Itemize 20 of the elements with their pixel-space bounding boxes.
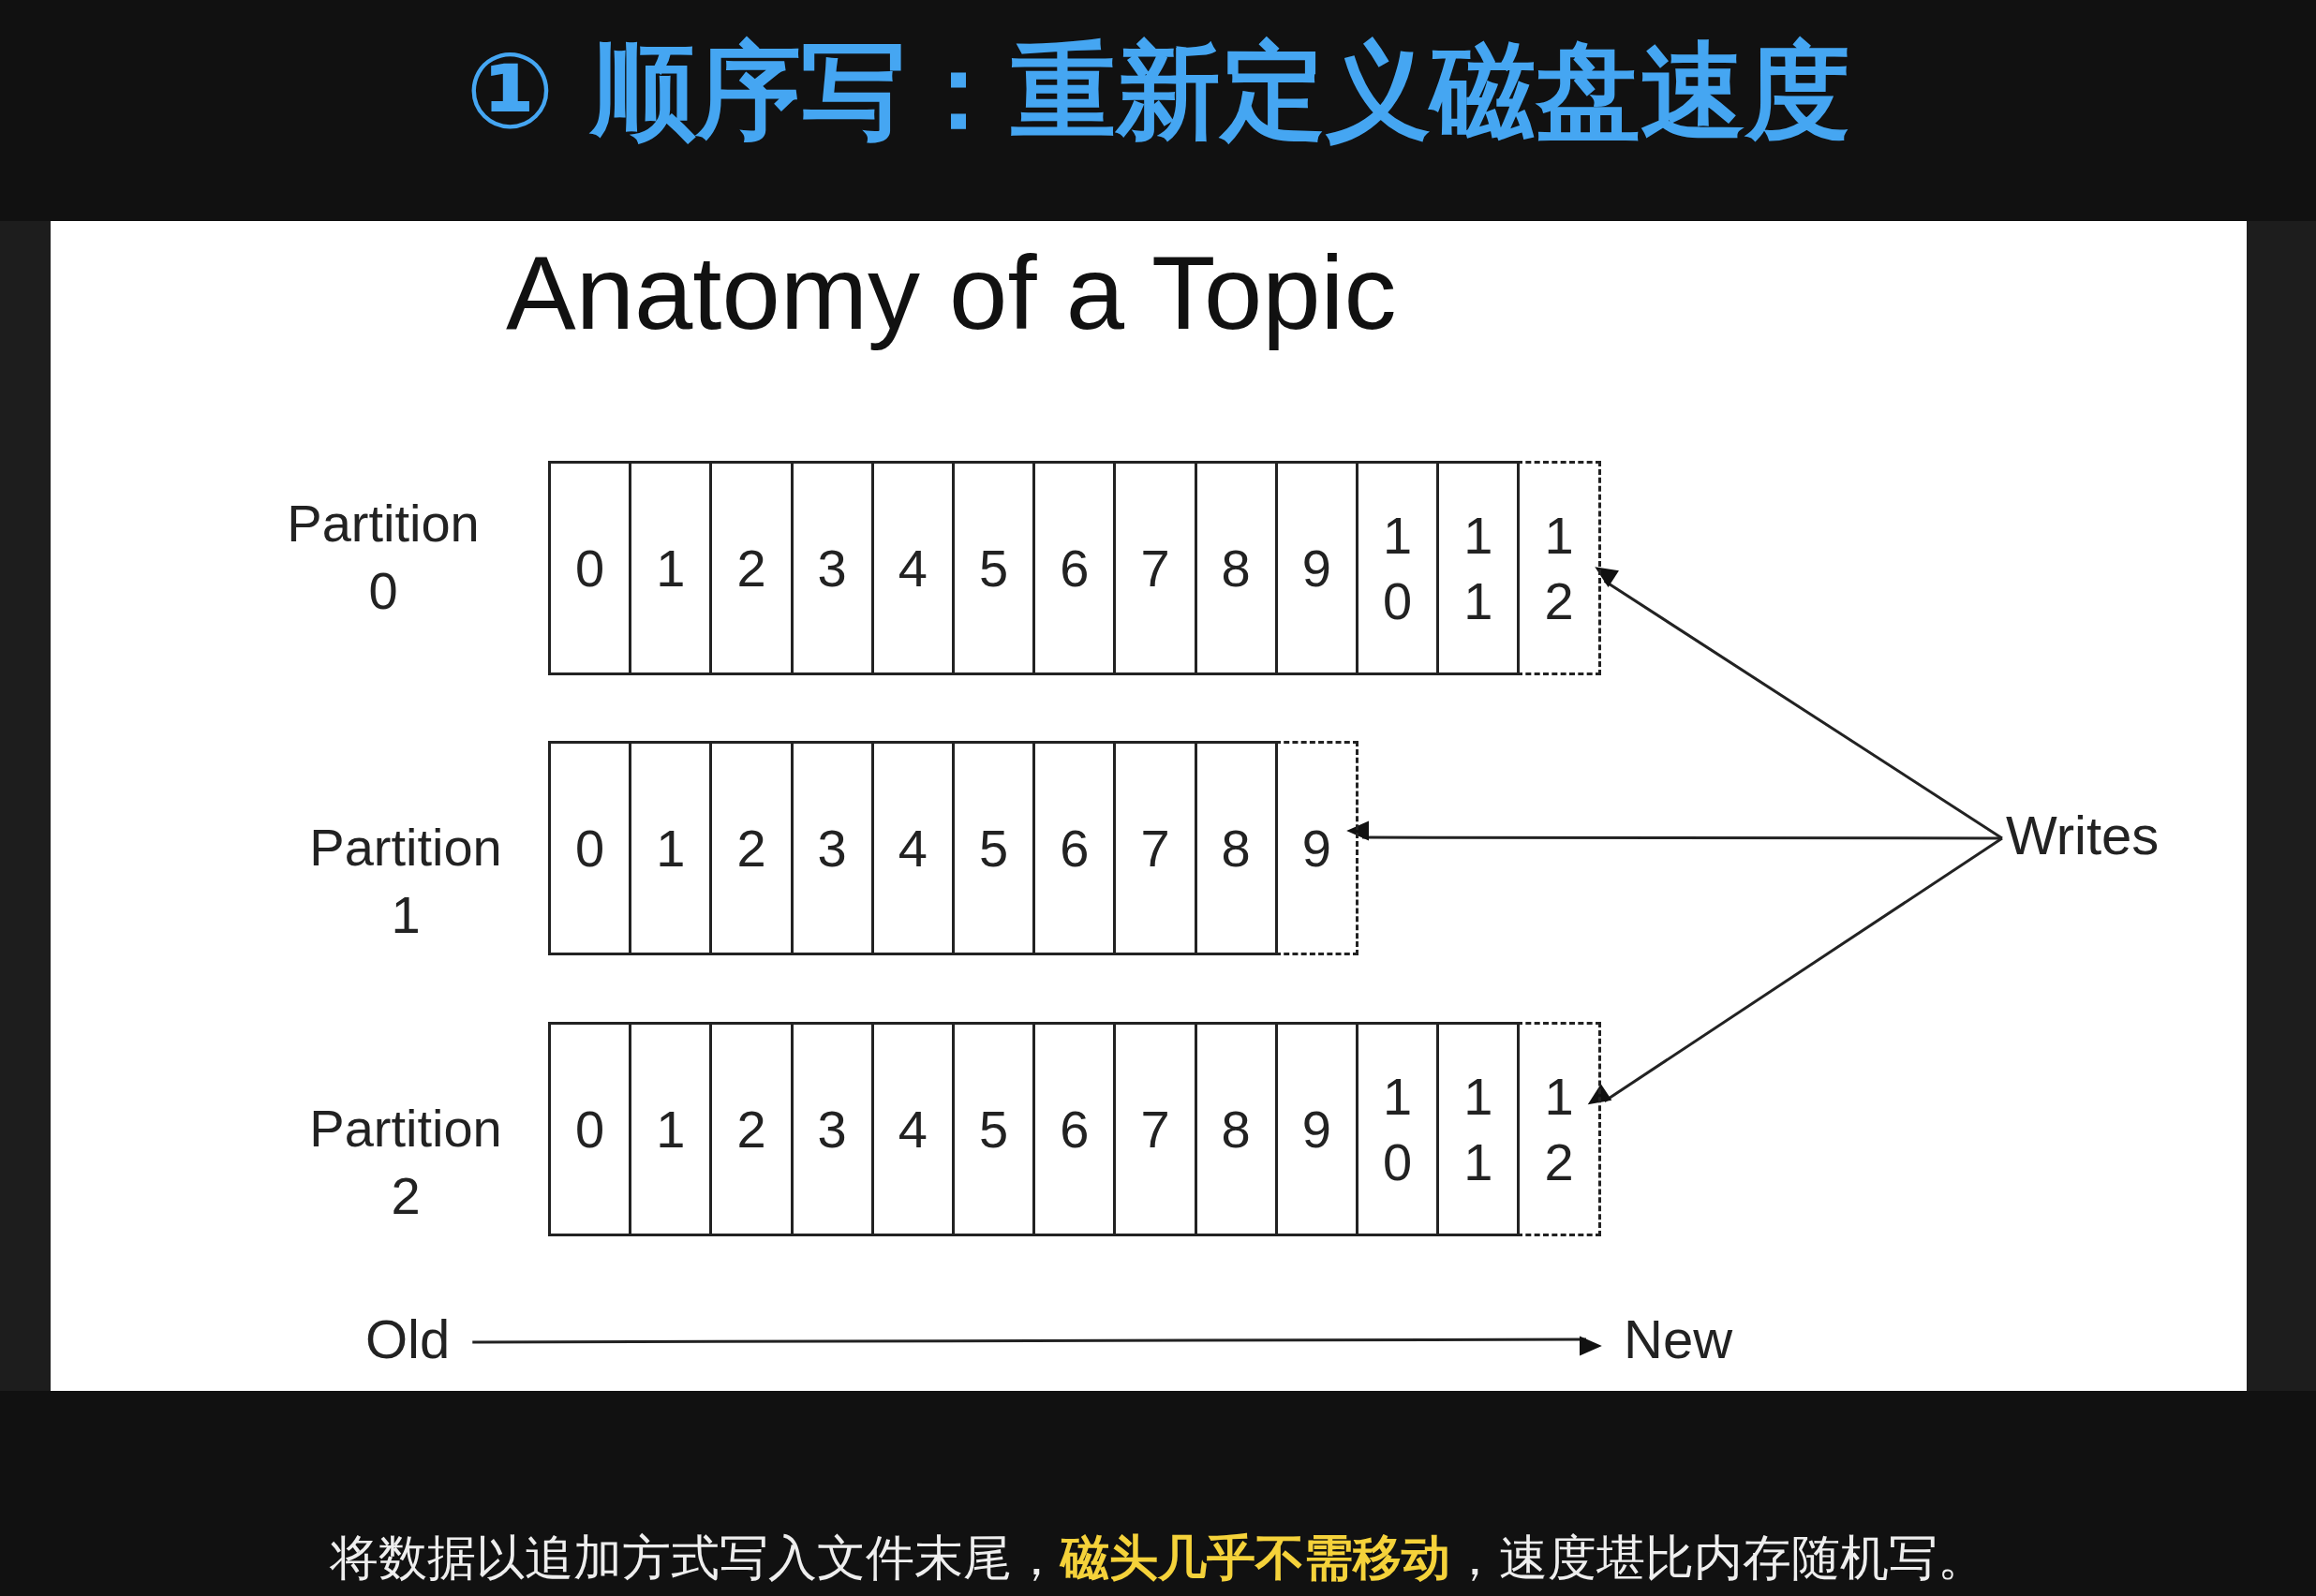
offset-cell: 7 (1113, 1022, 1197, 1236)
axis-label: New (1624, 1308, 1733, 1371)
arrow (1346, 820, 2002, 841)
axis-label: Writes (2006, 804, 2160, 867)
arrow (1587, 836, 2003, 1105)
partition-label: Partition 0 (286, 492, 481, 622)
pending-offset-cell: 12 (1517, 1022, 1601, 1236)
offset-cell: 7 (1113, 741, 1197, 955)
title: ① 顺序写：重新定义磁盘速度 (466, 29, 1850, 154)
partition-label: Partition 2 (308, 1097, 503, 1227)
partition-label: Partition 1 (308, 816, 503, 946)
axis-label: Old (365, 1308, 451, 1371)
caption: 将数据以追加方式写入文件末尾，磁头几乎不需移动，速度堪比内存随机写。 (330, 1529, 1986, 1588)
diagram-heading: Anatomy of a Topic (506, 233, 1397, 353)
offset-cell: 7 (1113, 461, 1197, 675)
offset-cell: 2 (709, 1022, 794, 1236)
pending-offset-cell: 12 (1517, 461, 1601, 675)
arrow (472, 1336, 1602, 1356)
offset-cell: 2 (709, 461, 794, 675)
offset-cell: 2 (709, 741, 794, 955)
